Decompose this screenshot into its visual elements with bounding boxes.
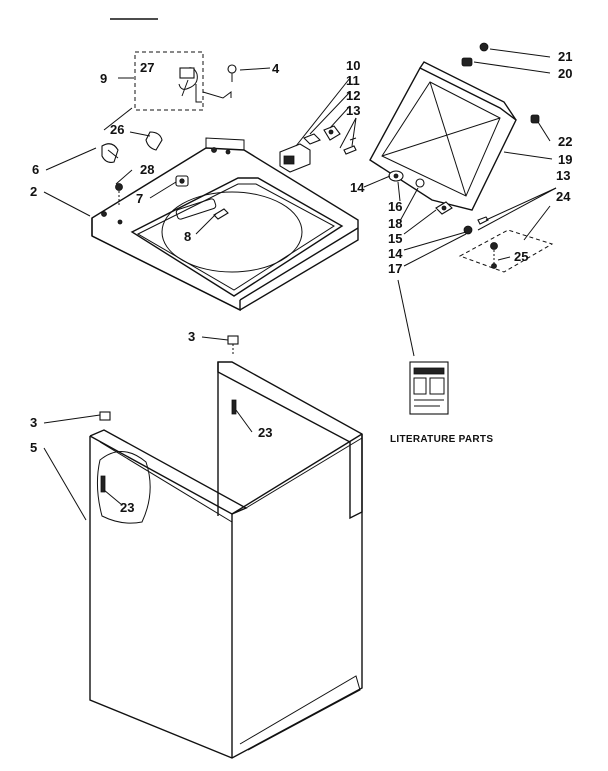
hinge-part-16 (388, 170, 404, 182)
callout-3: 3 (30, 415, 37, 430)
top-cover-part-2 (91, 147, 359, 312)
screw-part-23b (100, 475, 106, 493)
screw-part-13a (343, 137, 357, 155)
callout-28: 28 (140, 162, 154, 177)
screw-part-25 (490, 242, 498, 269)
callout-11: 11 (346, 73, 360, 88)
screw-part-4 (227, 64, 237, 82)
lid-switch-part-10 (279, 143, 311, 173)
callout-25: 25 (514, 249, 528, 264)
callout-23: 23 (120, 500, 134, 515)
leader-box (202, 91, 232, 99)
bracket-part-12 (323, 125, 341, 141)
screw-part-3a (227, 335, 239, 356)
literature-parts-label: LITERATURE PARTS (390, 434, 493, 445)
literature-booklet (409, 361, 449, 415)
bumper-part-22 (530, 114, 540, 124)
callout-3: 3 (188, 329, 195, 344)
washer-part-17 (463, 225, 473, 235)
callout-20: 20 (558, 66, 572, 81)
callout-2: 2 (30, 184, 37, 199)
callout-9: 9 (100, 71, 107, 86)
callout-21: 21 (558, 49, 572, 64)
callout-18: 18 (388, 216, 402, 231)
callout-22: 22 (558, 134, 572, 149)
callout-7: 7 (136, 191, 143, 206)
callout-13: 13 (556, 168, 570, 183)
callout-4: 4 (272, 61, 280, 76)
callout-15: 15 (388, 231, 402, 246)
rear-panel (217, 361, 363, 520)
callout-8: 8 (184, 229, 191, 244)
callout-23: 23 (258, 425, 272, 440)
clip-part-6 (101, 143, 119, 163)
callout-12: 12 (346, 88, 360, 103)
detail-box-24 (458, 229, 554, 273)
cabinet-part-5 (89, 429, 363, 759)
leader-lines (43, 48, 557, 521)
screw-part-3b (99, 411, 111, 421)
clip-part-26 (145, 131, 163, 151)
screw-part-28 (115, 183, 123, 206)
callout-5: 5 (30, 440, 37, 455)
callout-6: 6 (32, 162, 39, 177)
callout-13: 13 (346, 103, 360, 118)
callout-10: 10 (346, 58, 360, 73)
callout-26: 26 (110, 122, 124, 137)
screw-part-23a (231, 399, 237, 415)
callout-19: 19 (558, 152, 572, 167)
callout-17: 17 (388, 261, 402, 276)
callout-labels: 2 3 3 4 5 6 7 8 9 10 11 12 13 13 14 14 1… (30, 49, 572, 515)
hinge-part-15 (435, 201, 453, 215)
spring-part-18 (415, 178, 425, 188)
callout-27: 27 (140, 60, 154, 75)
screw-part-13b (477, 216, 489, 225)
callout-14: 14 (350, 180, 365, 195)
callout-24: 24 (556, 189, 571, 204)
callout-16: 16 (388, 199, 402, 214)
nut-part-7 (175, 175, 189, 187)
bumper-part-20 (461, 57, 473, 67)
top-cover-flange (205, 137, 245, 150)
lid-part-19 (369, 61, 517, 211)
hose-clamp-part-27 (178, 67, 202, 103)
callout-14: 14 (388, 246, 403, 261)
actuator-part-11 (303, 133, 321, 145)
screw-part-8 (213, 208, 229, 220)
screw-part-21 (479, 42, 489, 52)
